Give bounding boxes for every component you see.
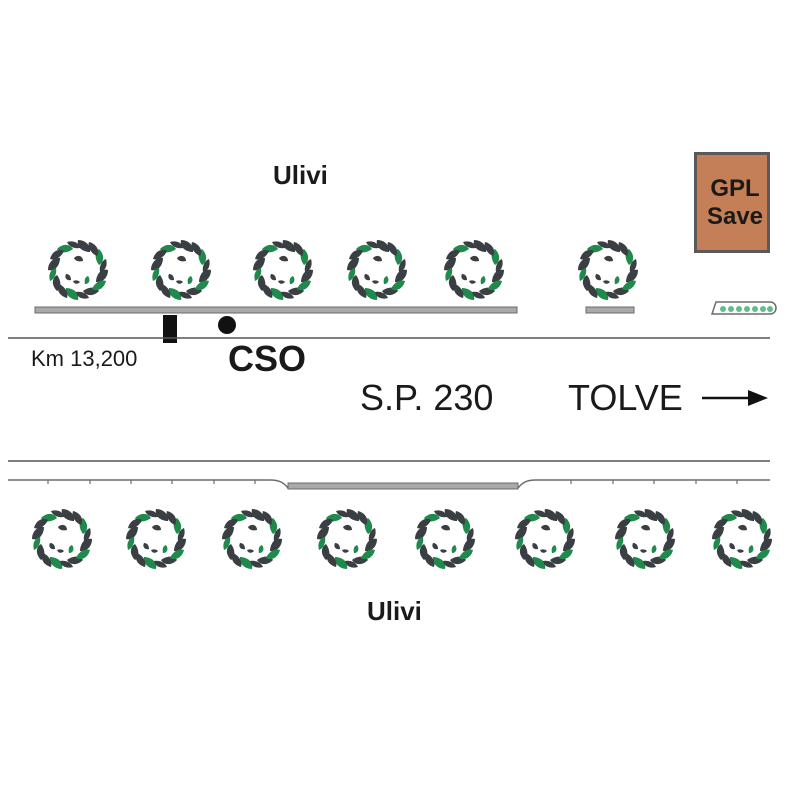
olive-tree-icon bbox=[415, 509, 475, 569]
olive-tree-icon bbox=[578, 240, 638, 300]
km-marker-label: Km 13,200 bbox=[31, 346, 138, 371]
olive-tree-icon bbox=[444, 240, 504, 300]
bottom-layby bbox=[287, 482, 519, 490]
km-post-icon bbox=[163, 315, 177, 343]
top-sidewalk-short bbox=[585, 306, 635, 314]
olive-tree-icon bbox=[317, 509, 377, 569]
olive-tree-icon bbox=[615, 509, 675, 569]
top-tree-row bbox=[48, 240, 638, 300]
gpl-line-1: GPL bbox=[710, 175, 760, 202]
olive-tree-icon bbox=[347, 240, 407, 300]
olive-tree-icon bbox=[222, 509, 282, 569]
top-sidewalk bbox=[34, 306, 518, 314]
olive-tree-icon bbox=[48, 240, 108, 300]
olive-tree-icon bbox=[32, 509, 92, 569]
gpl-station-text: GPL Save bbox=[697, 175, 773, 230]
olive-tree-icon bbox=[253, 240, 313, 300]
area-label-top: Ulivi bbox=[273, 160, 328, 190]
gpl-station-box: GPL Save bbox=[694, 152, 770, 253]
bus-icon bbox=[710, 301, 777, 315]
area-label-bottom: Ulivi bbox=[367, 596, 422, 626]
station-label: CSO bbox=[228, 338, 307, 379]
olive-tree-icon bbox=[151, 240, 211, 300]
gpl-line-2: Save bbox=[706, 202, 764, 230]
station-dot-icon bbox=[218, 316, 236, 334]
destination-label: TOLVE bbox=[568, 377, 683, 418]
road-name-label: S.P. 230 bbox=[360, 377, 494, 418]
bottom-curb-ticks bbox=[47, 480, 738, 484]
olive-tree-icon bbox=[515, 509, 575, 569]
bottom-tree-row bbox=[32, 509, 772, 569]
arrow-right-icon bbox=[702, 390, 768, 406]
olive-tree-icon bbox=[712, 509, 772, 569]
olive-tree-icon bbox=[126, 509, 186, 569]
